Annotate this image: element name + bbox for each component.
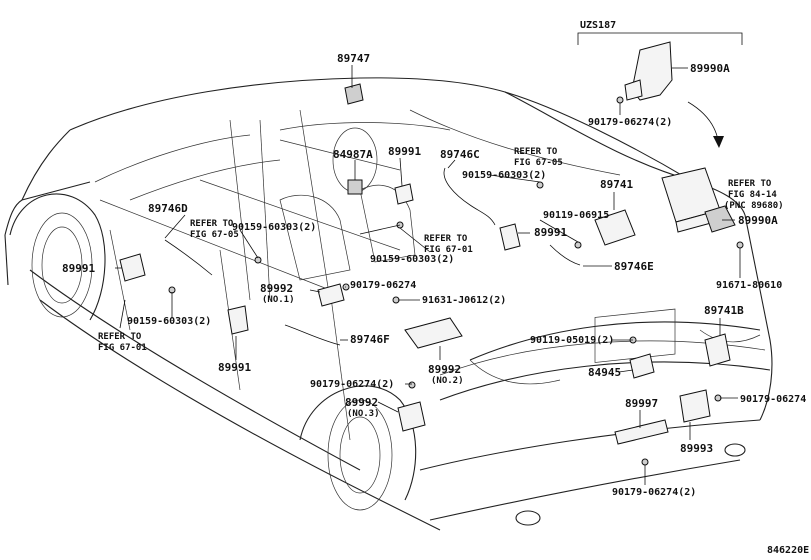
part-89991-mid-right: [499, 223, 521, 251]
label-89997: 89997: [625, 397, 658, 410]
harness-89746F: [284, 324, 341, 346]
ref-67-05-left-line2: FIG 67-05: [190, 230, 239, 240]
label-89746F: 89746F: [350, 333, 390, 346]
labels: UZS187 89747 89990A 90179-06274(2) 84987…: [62, 20, 809, 556]
leader-lines: [115, 32, 743, 485]
part-89990A-top-mount: [624, 79, 643, 101]
part-89993: [679, 389, 711, 423]
bolt-91671: [736, 241, 744, 249]
label-90159-60303-2-right: 90159-60303(2): [462, 170, 546, 181]
label-84945: 84945: [588, 366, 621, 379]
label-90159-60303-2-left: 90159-60303(2): [127, 316, 211, 327]
ref-84-14-line2: FIG 84-14: [728, 190, 777, 200]
part-89991-top: [394, 183, 414, 205]
label-90159-60303-2-center-low: 90159-60303(2): [370, 254, 454, 265]
bolt-90179-bottom: [641, 458, 649, 466]
label-89746E: 89746E: [614, 260, 654, 273]
label-89991-mid-right: 89991: [534, 226, 567, 239]
label-89741B: 89741B: [704, 304, 744, 317]
label-89990A-bottom: 89990A: [738, 214, 778, 227]
label-91671-80610: 91671-80610: [716, 280, 782, 291]
label-89746C: 89746C: [440, 148, 480, 161]
part-89997: [614, 419, 669, 445]
part-89992-no1: [317, 283, 345, 307]
label-90179-06274-2-mid: 90179-06274(2): [310, 379, 394, 390]
harness-89746D: [164, 239, 213, 276]
ref-67-05-left-line1: REFER TO: [190, 219, 234, 229]
label-89741: 89741: [600, 178, 633, 191]
label-89991-bottom-left: 89991: [218, 361, 251, 374]
harness-89746E: [549, 244, 581, 266]
ref-67-01-left-line2: FIG 67-01: [98, 343, 147, 353]
harness-89746C: [443, 167, 496, 226]
label-89991-left: 89991: [62, 262, 95, 275]
label-89991-top: 89991: [388, 145, 421, 158]
part-89741: [594, 209, 636, 246]
label-89990A-top: 89990A: [690, 62, 730, 75]
label-91631-J0612-2: 91631-J0612(2): [422, 295, 506, 306]
label-84987A: 84987A: [333, 148, 373, 161]
ref-84-14-line3: (PNC 89680): [724, 201, 784, 211]
part-89990A-bottom: [704, 205, 736, 233]
ref-67-01-left-line1: REFER TO: [98, 332, 142, 342]
part-89991-bottom-left: [227, 305, 249, 335]
bolt-90159-right: [536, 181, 544, 189]
label-no2: (NO.2): [431, 376, 464, 386]
ref-67-01-center-line1: REFER TO: [424, 234, 468, 244]
label-no3: (NO.3): [347, 409, 380, 419]
bolt-90179-mid: [408, 381, 416, 389]
label-89747: 89747: [337, 52, 370, 65]
label-90179-06274-center: 90179-06274: [350, 280, 416, 291]
part-84987A: [347, 179, 363, 195]
part-89992-no2: [404, 317, 463, 349]
ref-84-14-line1: REFER TO: [728, 179, 772, 189]
variant-label: UZS187: [580, 20, 616, 31]
bolt-90119-06915: [574, 241, 582, 249]
ref-67-05-right-line1: REFER TO: [514, 147, 558, 157]
label-89992-no3: 89992: [345, 396, 378, 409]
part-89991-left: [119, 253, 146, 282]
label-89992-no1: 89992: [260, 282, 293, 295]
label-89992-no2: 89992: [428, 363, 461, 376]
part-89741B: [704, 333, 731, 367]
ref-67-01-center-line2: FIG 67-01: [424, 245, 473, 255]
label-89993: 89993: [680, 442, 713, 455]
part-84945: [629, 353, 655, 379]
label-no1: (NO.1): [262, 295, 295, 305]
diagram-code: 846220E: [767, 545, 809, 556]
label-90119-05019-2: 90119-05019(2): [530, 335, 614, 346]
ref-67-05-right-line2: FIG 67-05: [514, 158, 563, 168]
parts: [119, 41, 744, 466]
part-89992-no3: [397, 401, 426, 432]
label-89746D: 89746D: [148, 202, 188, 215]
bolt-90159-center: [254, 256, 262, 264]
part-89747: [344, 83, 364, 105]
bolt-90179-top: [616, 96, 624, 104]
label-90179-06274-2-top: 90179-06274(2): [588, 117, 672, 128]
label-90159-60303-2-center: 90159-60303(2): [232, 222, 316, 233]
label-90119-06915: 90119-06915: [543, 210, 609, 221]
label-90179-06274-right: 90179-06274: [740, 394, 806, 405]
label-90179-06274-2-bottom: 90179-06274(2): [612, 487, 696, 498]
